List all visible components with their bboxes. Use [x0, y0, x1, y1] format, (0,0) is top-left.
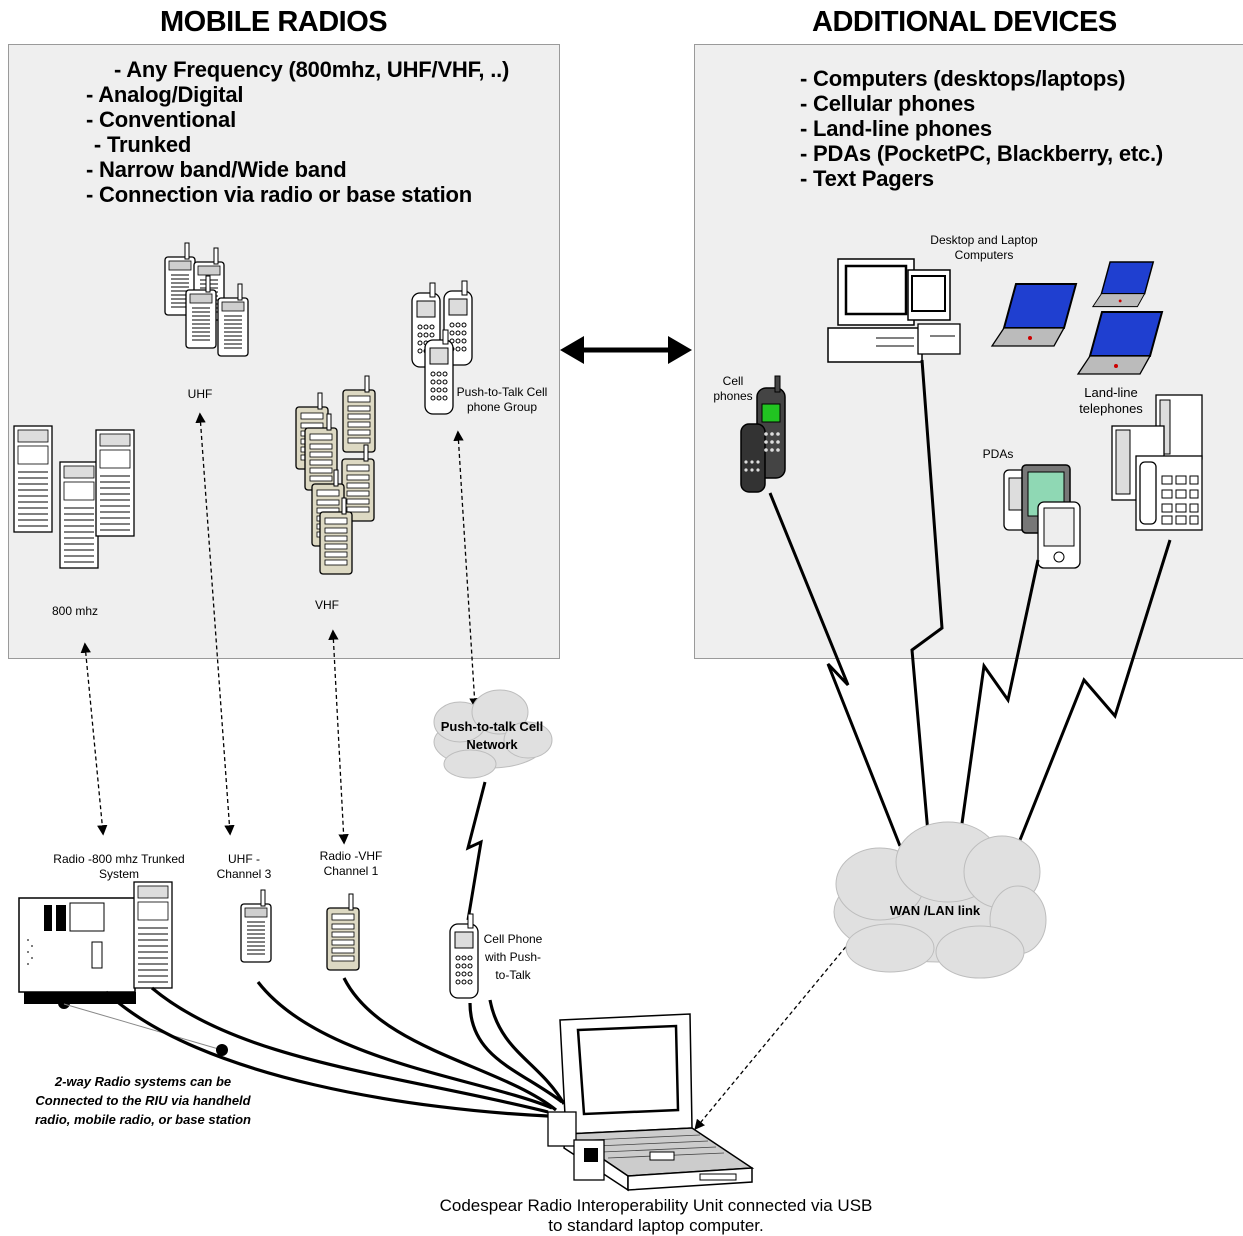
ptt-group-label: Push-to-Talk Cell phone Group: [456, 385, 548, 414]
landline-telephones-icon: [1111, 394, 1203, 531]
riu-caption: Codespear Radio Interoperability Unit co…: [439, 1196, 873, 1235]
cell-phones-icon: [740, 375, 786, 493]
feature-item: - Text Pagers: [800, 166, 934, 191]
uhf-radios-icon: [164, 242, 249, 357]
pdas-label: PDAs: [982, 447, 1014, 461]
ptt-network-label: Push-to-talk Cell Network: [440, 719, 544, 752]
two-way-radio-note: 2-way Radio systems can be Connected to …: [35, 1074, 251, 1127]
note-pointer: [63, 1003, 228, 1056]
riu-laptop-icon: [547, 1013, 755, 1192]
landline-label: Land-line telephones: [1079, 385, 1143, 416]
mobile-radios-heading: MOBILE RADIOS: [160, 6, 388, 38]
vhf-label: VHF: [315, 598, 339, 612]
base-station-icon: [18, 897, 136, 1009]
radio-link-connectors: [80, 412, 860, 1131]
cell-ptt-label: Cell Phone with Push-to-Talk: [483, 932, 543, 982]
uhf-radio-icon: [240, 889, 272, 963]
bidirectional-arrow: [560, 336, 692, 364]
cell-phones-label: Cell phones: [713, 374, 753, 403]
wireless-links: [465, 359, 1172, 921]
vhf-channel-label: Radio -VHF Channel 1: [319, 849, 383, 878]
800mhz-label: 800 mhz: [51, 604, 99, 618]
feature-item: - Connection via radio or base station: [86, 182, 473, 207]
pdas-icon: [1003, 464, 1081, 569]
feature-item: - Any Frequency (800mhz, UHF/VHF, ..): [114, 57, 510, 82]
ptt-network-cloud: [433, 689, 553, 779]
additional-devices-heading: ADDITIONAL DEVICES: [812, 6, 1117, 38]
computers-label: Desktop and Laptop Computers: [930, 233, 1038, 262]
feature-item: - Trunked: [88, 132, 192, 157]
wan-lan-cloud: [833, 821, 1047, 979]
feature-item: - Conventional: [86, 107, 236, 132]
desktop-computers-icon: [827, 258, 961, 363]
laptop-computers-icon: [991, 261, 1163, 375]
vhf-radio-icon: [326, 893, 360, 971]
uhf-label: UHF: [187, 387, 213, 401]
usb-cables: [104, 977, 566, 1118]
800mhz-radios-icon: [13, 425, 135, 569]
feature-item: - Computers (desktops/laptops): [800, 66, 1126, 91]
feature-item: - Cellular phones: [800, 91, 976, 116]
wan-link-label: WAN /LAN link: [889, 903, 981, 918]
radio-800-icon: [133, 881, 173, 989]
cell-ptt-phone-icon: [449, 913, 479, 999]
feature-item: - PDAs (PocketPC, Blackberry, etc.): [800, 141, 1164, 166]
feature-item: - Narrow band/Wide band: [86, 157, 347, 182]
vhf-radios-icon: [295, 375, 376, 575]
radio-800-label: Radio -800 mhz Trunked System: [53, 852, 185, 881]
feature-item: - Land-line phones: [800, 116, 992, 141]
uhf-channel-label: UHF - Channel 3: [216, 852, 272, 881]
feature-item: - Analog/Digital: [86, 82, 244, 107]
